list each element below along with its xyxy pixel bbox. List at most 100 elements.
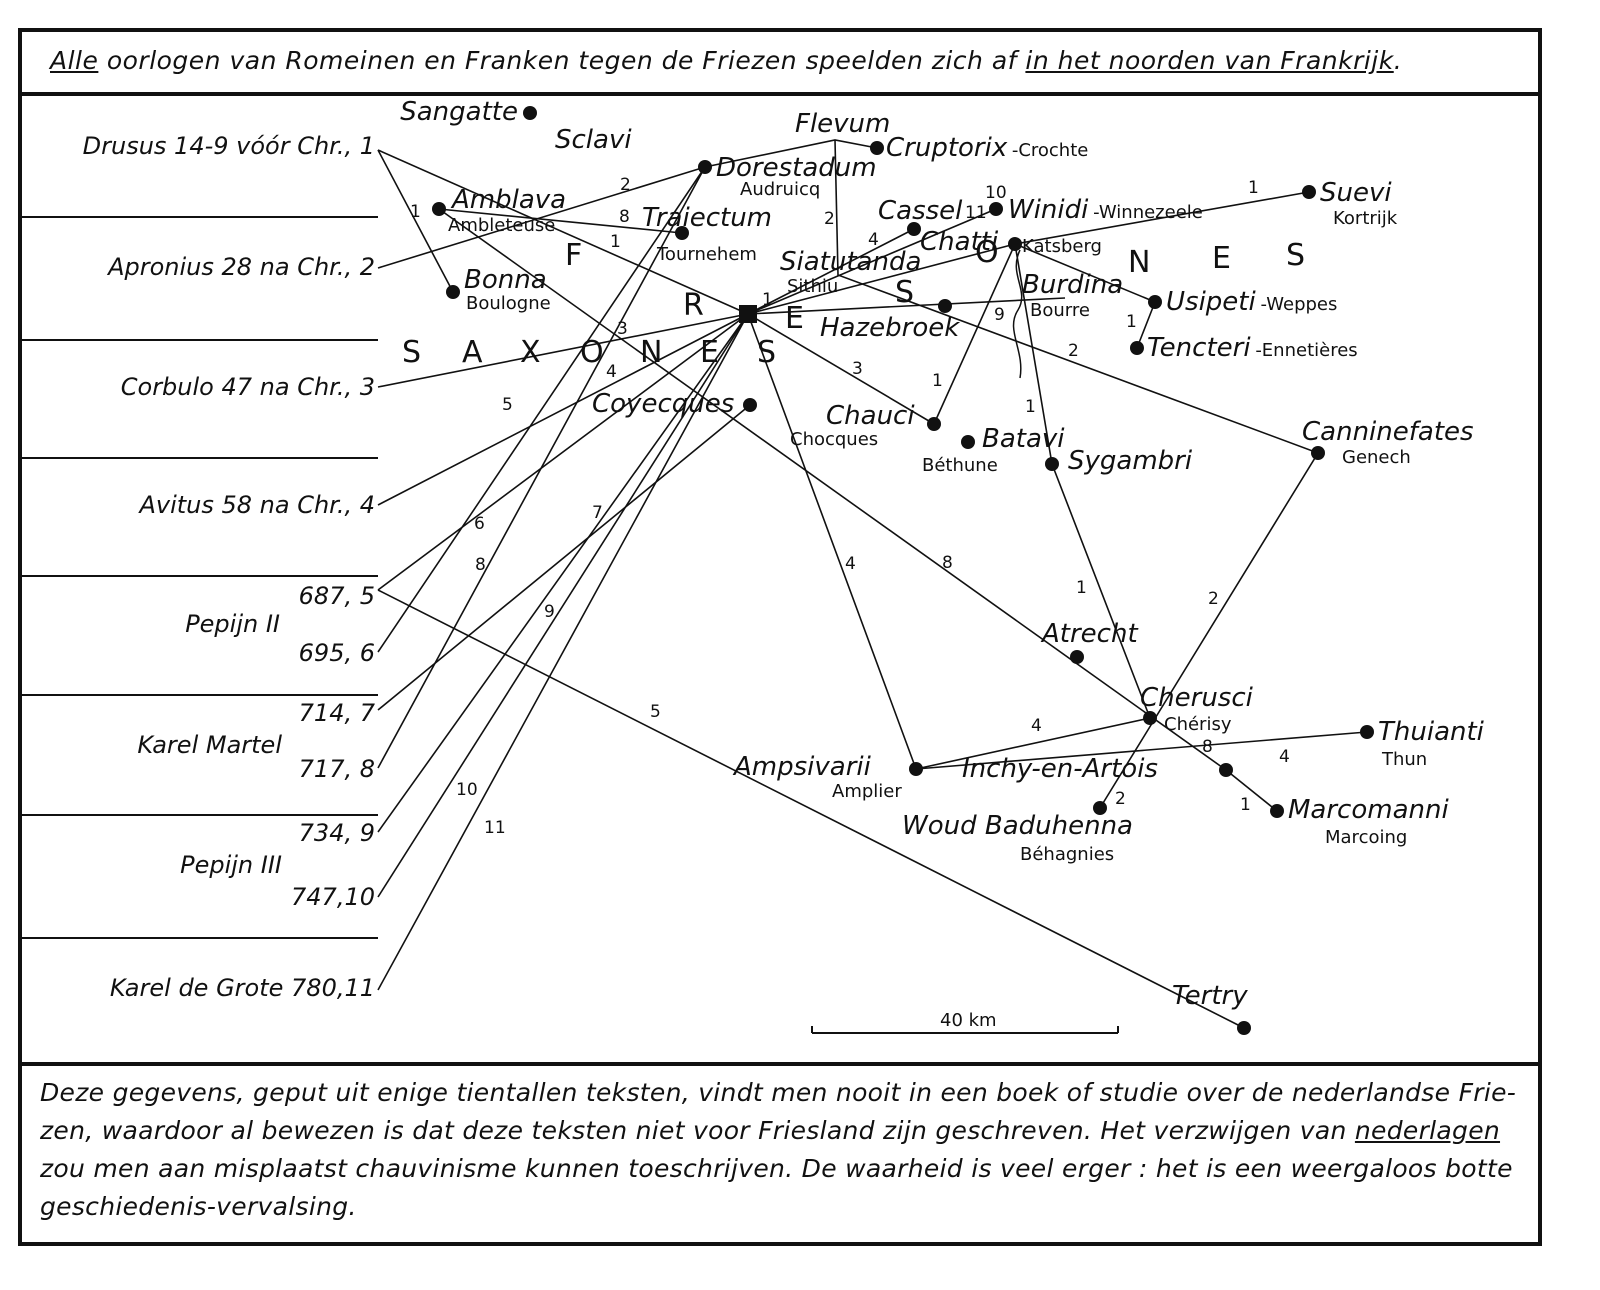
campaign-label: 717, 8 [299,755,375,783]
route-number: 1 [610,232,621,252]
route-line [747,313,935,425]
place-dot [743,398,757,412]
footer-underlined: nederlagen [1354,1116,1501,1145]
tribe-letter-saxones: N [640,335,662,370]
place-dot [1360,725,1374,739]
route-number: 1 [1025,397,1036,417]
route-line [747,297,1066,315]
route-number: 3 [617,319,628,339]
place-modern-name: Audruicq [740,179,820,200]
route-line [377,313,749,898]
place-modern-name: Ambleteuse [448,215,555,236]
route-number: 4 [1279,747,1290,767]
place-name: Canninefates [1302,417,1474,447]
place-dot [1270,804,1284,818]
place-name: Chauci [826,401,915,431]
place-name: Chatti [920,227,999,257]
route-line [834,139,1320,809]
place-dot [1143,711,1157,725]
footer-text: Deze gegevens, geput uit enige tientalle… [22,1062,1538,1242]
route-line [438,208,1227,771]
route-line [747,208,997,315]
place-coyecques: Coyecques [592,389,757,419]
route-number: 1 [1126,312,1137,332]
tribe-letter-fresones: E [1212,241,1231,276]
tribe-letter-fresones: R [683,288,704,323]
place-name: Amblava [450,185,566,215]
route-number: 9 [994,305,1005,325]
tribe-letter-saxones: O [580,335,604,370]
route-number: 2 [1068,341,1079,361]
place-modern-name: Katsberg [1022,236,1102,257]
place-winidi: Winidi-Winnezeele [989,195,1203,225]
tribe-letter-saxones: X [520,335,541,370]
campaign-label: Pepijn II [185,610,280,638]
place-dot [1070,650,1084,664]
footer-line: Deze gegevens, geput uit enige tientalle… [40,1078,1517,1107]
place-dot [989,202,1003,216]
place-name: Hazebroek [820,313,960,343]
place-modern-name: -Crochte [1012,140,1089,161]
place-modern-name: -Winnezeele [1093,202,1203,223]
route-line [377,313,749,506]
route-line [377,589,1245,1029]
place-dot [1237,1021,1251,1035]
place-dot [909,762,923,776]
place-dot [523,106,537,120]
place-flevum: Flevum [795,109,890,139]
place-dot [961,435,975,449]
place-dot [1045,457,1059,471]
place-dot [698,160,712,174]
place-cassel: Cassel [878,196,963,236]
scale-bar: 40 km [811,1010,1119,1034]
route-number: 2 [620,175,631,195]
place-name: Cherusci [1140,683,1254,713]
route-line [377,149,454,293]
campaign-label: Karel de Grote 780,11 [110,974,375,1002]
place-cruptorix: Cruptorix-Crochte [870,133,1088,163]
place-modern-name: Sithiu [787,276,838,297]
tribe-letter-fresones: O [975,235,999,270]
route-number: 8 [475,555,486,575]
route-number: 1 [1248,178,1259,198]
place-modern-name: -Ennetières [1255,340,1357,361]
place-modern-name: Chocques [790,429,878,450]
place-name: Sygambri [1068,446,1193,476]
route-line [747,228,915,315]
place-modern-name: Amplier [832,781,902,802]
route-number: 5 [502,395,513,415]
tribe-letter-fresones: S [895,275,914,310]
route-number: 9 [544,602,555,622]
route-number: 11 [484,818,506,838]
campaign-label: 734, 9 [299,819,375,847]
route-number: 10 [456,780,478,800]
place-tertry: Tertry [1172,981,1251,1035]
route-number: 4 [1031,716,1042,736]
place-name: Ampsivarii [732,752,872,782]
route-line [933,243,1016,425]
place-usipeti: Usipeti-Weppes [1148,287,1337,317]
place-modern-name: Bourre [1030,300,1090,321]
campaign-label: 714, 7 [299,699,376,727]
header-part: . [1393,46,1403,75]
campaign-label: 695, 6 [299,639,375,667]
place-modern-name: Marcoing [1325,827,1407,848]
place-modern-name: Genech [1342,447,1411,468]
place-dot [907,222,921,236]
campaign-label: 747,10 [291,883,375,911]
tribe-letter-fresones: F [565,238,582,273]
route-line [915,731,1368,770]
place-dot [432,202,446,216]
place-name: Woud Baduhenna [902,811,1133,841]
campaign-label: 687, 5 [299,582,375,610]
place-modern-name: Tournehem [656,244,757,265]
